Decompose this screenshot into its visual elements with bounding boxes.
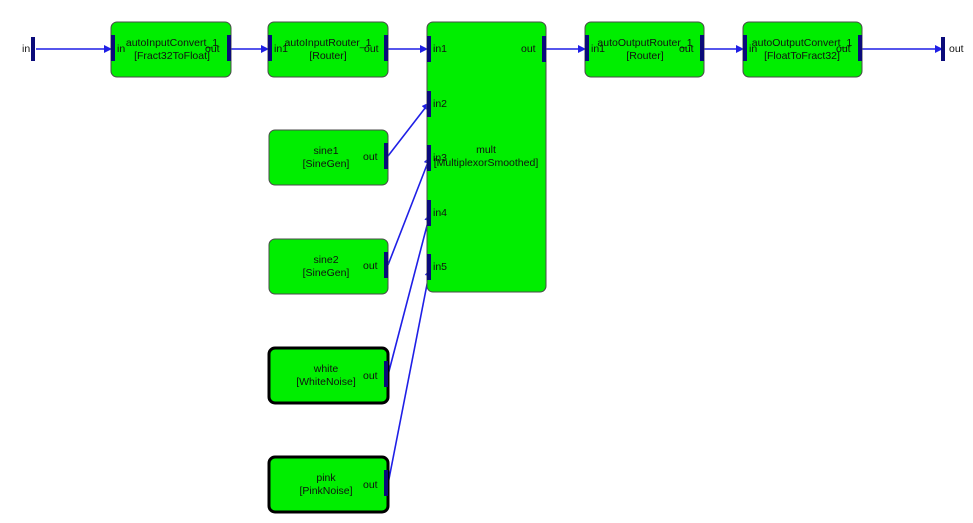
port-in1[interactable] <box>585 35 589 61</box>
block-autooutputrouter[interactable]: in1 out autoOutputRouter_1 [Router] <box>584 21 705 78</box>
block-name: sine1 <box>313 145 338 157</box>
port-in3[interactable] <box>427 145 431 171</box>
port-out-label: out <box>205 43 220 55</box>
port-out-label: out <box>363 151 378 163</box>
port-in2-label: in2 <box>433 98 447 110</box>
block-type: [Router] <box>309 50 346 62</box>
block-white[interactable]: out white [WhiteNoise] <box>267 346 390 405</box>
port-in4-label: in4 <box>433 207 447 219</box>
block-name: mult <box>476 144 496 156</box>
wire-sine2-to-mult-in3 <box>387 156 432 266</box>
block-autoinputconvert[interactable]: in out autoInputConvert_1 [Fract32ToFloa… <box>110 21 232 78</box>
port-out-label: out <box>364 43 379 55</box>
port-in5-label: in5 <box>433 261 447 273</box>
system-input-label: in <box>22 43 30 55</box>
port-out[interactable] <box>384 252 388 278</box>
port-out[interactable] <box>384 361 388 387</box>
port-out-label: out <box>679 43 694 55</box>
port-in1[interactable] <box>268 35 272 61</box>
block-name: pink <box>316 472 336 484</box>
system-output-port[interactable]: out <box>941 37 964 61</box>
port-out[interactable] <box>384 35 388 61</box>
block-name: autoInputConvert_1 <box>126 37 218 49</box>
port-out[interactable] <box>384 143 388 169</box>
block-name: autoOutputConvert_1 <box>752 37 853 49</box>
port-out[interactable] <box>700 35 704 61</box>
block-type: [WhiteNoise] <box>296 376 356 388</box>
block-type: [SineGen] <box>303 267 350 279</box>
wire-white-to-mult-in4 <box>387 213 433 376</box>
wire-pink-to-mult-in5 <box>387 268 433 485</box>
port-out-label: out <box>521 43 536 55</box>
block-type: [SineGen] <box>303 158 350 170</box>
port-in1-label: in1 <box>433 43 447 55</box>
port-in[interactable] <box>743 35 747 61</box>
block-type: [MultiplexorSmoothed] <box>434 157 539 169</box>
system-output-label: out <box>949 43 964 55</box>
port-in3-label: in3 <box>433 152 447 164</box>
block-type: [PinkNoise] <box>299 485 352 497</box>
block-mult[interactable]: in1 in2 in3 in4 in5 out mult [Multiplexo… <box>426 21 547 293</box>
port-in4[interactable] <box>427 200 431 226</box>
block-name: autoOutputRouter_1 <box>597 37 692 49</box>
port-in-label: in <box>749 43 757 55</box>
block-name: white <box>313 363 339 375</box>
port-out[interactable] <box>542 36 546 62</box>
port-in1-label: in1 <box>274 43 288 55</box>
port-in5[interactable] <box>427 254 431 280</box>
system-input-port[interactable]: in <box>22 37 35 61</box>
block-sine1[interactable]: out sine1 [SineGen] <box>268 129 389 186</box>
port-out[interactable] <box>227 35 231 61</box>
port-out-label: out <box>363 479 378 491</box>
block-autoinputrouter[interactable]: in1 out autoInputRouter_1 [Router] <box>267 21 389 78</box>
port-out-label: out <box>363 260 378 272</box>
block-sine2[interactable]: out sine2 [SineGen] <box>268 238 389 295</box>
port-out-label: out <box>363 370 378 382</box>
port-in1[interactable] <box>427 36 431 62</box>
port-in2[interactable] <box>427 91 431 117</box>
port-in[interactable] <box>111 35 115 61</box>
port-out-label: out <box>836 43 851 55</box>
block-name: autoInputRouter_1 <box>285 37 372 49</box>
block-type: [Router] <box>626 50 663 62</box>
wires <box>36 45 943 485</box>
wire-sine1-to-mult-in2 <box>387 102 430 157</box>
port-out[interactable] <box>384 470 388 496</box>
port-in-label: in <box>117 43 125 55</box>
block-pink[interactable]: out pink [PinkNoise] <box>267 455 390 514</box>
block-type: [FloatToFract32] <box>764 50 840 62</box>
block-type: [Fract32ToFloat] <box>134 50 210 62</box>
port-out[interactable] <box>858 35 862 61</box>
block-name: sine2 <box>313 254 338 266</box>
port-in1-label: in1 <box>591 43 605 55</box>
block-autooutputconvert[interactable]: in out autoOutputConvert_1 [FloatToFract… <box>742 21 863 78</box>
